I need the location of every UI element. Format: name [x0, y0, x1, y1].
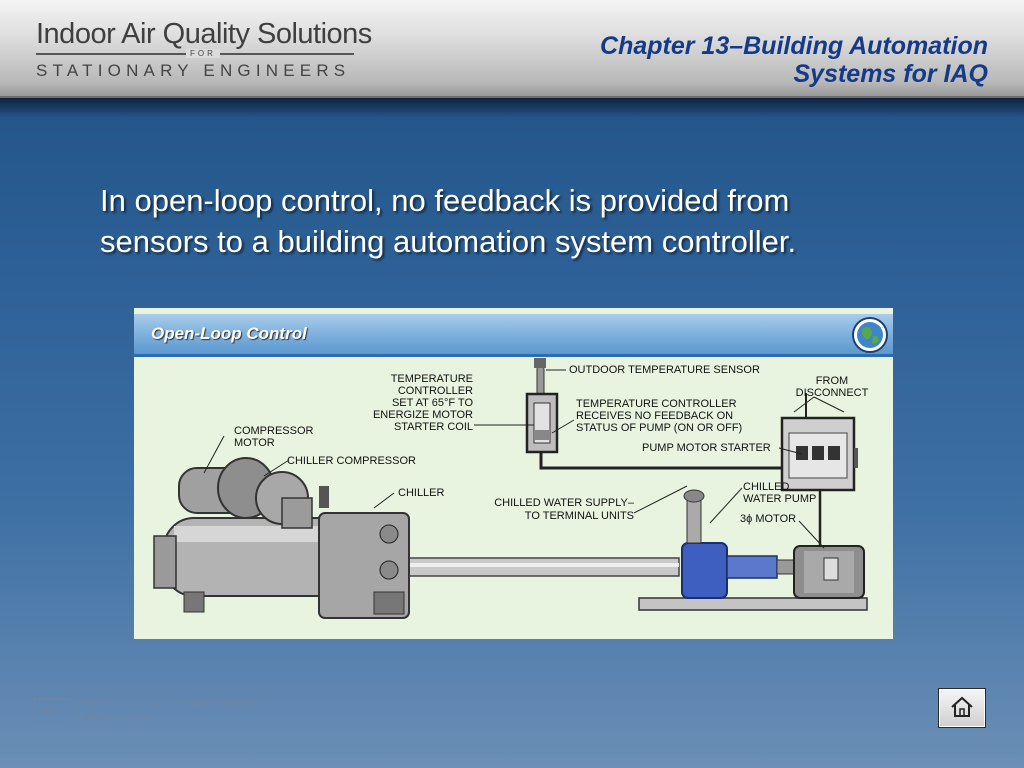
label-temperature-controller: TEMPERATURE CONTROLLER SET AT 65°F TO EN… [373, 373, 473, 433]
logo-for: FOR [186, 49, 220, 58]
logo-subtitle: STATIONARY ENGINEERS [36, 61, 351, 80]
outdoor-temperature-sensor [534, 358, 546, 397]
figure-illustration: OUTDOOR TEMPERATURE SENSOR TEMPERATURE C… [153, 358, 869, 619]
slide-headline: In open-loop control, no feedback is pro… [100, 183, 797, 259]
chiller [153, 512, 410, 619]
figure-title-bar: Open-Loop Control [134, 314, 893, 357]
pump-motor-starter [780, 416, 858, 492]
home-button[interactable] [938, 688, 986, 728]
copyright-line-1: © 2009 by American Technical Publishers,… [74, 699, 280, 710]
label-chilled-water-pump-line-1: CHILLED [743, 481, 790, 493]
callout-lines [203, 369, 845, 549]
label-from-disconnect-line-1: FROM [816, 375, 848, 387]
chapter-title-line-2: Systems for IAQ [793, 60, 988, 88]
label-chilled-water-pump-line-2: WATER PUMP [743, 493, 816, 505]
chapter-title-line-1: Chapter 13–Building Automation [600, 32, 988, 60]
label-motor: 3ϕ MOTOR [740, 513, 796, 525]
label-no-feedback: TEMPERATURE CONTROLLER RECEIVES NO FEEDB… [576, 398, 742, 434]
chapter-title: Chapter 13–Building Automation Systems f… [600, 32, 988, 88]
temperature-controller [525, 392, 559, 454]
label-chiller-compressor: CHILLER COMPRESSOR [287, 455, 416, 467]
globe-icon [852, 317, 888, 353]
label-compressor-motor-line-1: COMPRESSOR [234, 425, 314, 437]
label-temp-controller-line-2: CONTROLLER [398, 385, 473, 397]
label-compressor-motor: COMPRESSOR MOTOR [234, 425, 314, 449]
label-chilled-water-supply-line-2: TO TERMINAL UNITS [525, 510, 634, 522]
label-compressor-motor-line-2: MOTOR [234, 437, 275, 449]
label-temp-controller-line-3: SET AT 65°F TO [392, 397, 473, 409]
publisher-logo: atp [34, 698, 68, 722]
label-no-feedback-line-2: RECEIVES NO FEEDBACK ON [576, 410, 733, 422]
label-no-feedback-line-1: TEMPERATURE CONTROLLER [576, 398, 737, 410]
chiller-compressor [178, 457, 329, 529]
label-chilled-water-supply: CHILLED WATER SUPPLY– TO TERMINAL UNITS [494, 497, 635, 522]
logo-title: Indoor Air Quality Solutions [36, 18, 372, 50]
supply-pipe-highlight [389, 563, 679, 567]
label-from-disconnect-line-2: DISCONNECT [796, 387, 869, 399]
label-temp-controller-line-1: TEMPERATURE [391, 373, 473, 385]
label-from-disconnect: FROM DISCONNECT [796, 375, 869, 399]
label-outdoor-temperature-sensor: OUTDOOR TEMPERATURE SENSOR [569, 364, 760, 376]
copyright-line-2: All rights reserved [74, 711, 155, 722]
label-temp-controller-line-5: STARTER COIL [394, 421, 473, 433]
label-chiller: CHILLER [398, 487, 445, 499]
copyright-notice: © 2009 by American Technical Publishers,… [74, 699, 280, 723]
figure-title: Open-Loop Control [151, 324, 307, 343]
label-chilled-water-supply-line-1: CHILLED WATER SUPPLY– [494, 497, 635, 509]
label-chilled-water-pump: CHILLED WATER PUMP [743, 481, 816, 505]
label-no-feedback-line-3: STATUS OF PUMP (ON OR OFF) [576, 422, 742, 434]
header-divider [0, 96, 1024, 98]
home-icon [951, 696, 973, 717]
label-temp-controller-line-4: ENERGIZE MOTOR [373, 409, 473, 421]
pump-base [638, 597, 868, 611]
pump-motor [793, 545, 865, 599]
open-loop-control-figure: OUTDOOR TEMPERATURE SENSOR TEMPERATURE C… [134, 308, 893, 639]
label-pump-motor-starter: PUMP MOTOR STARTER [642, 442, 771, 454]
slide-header: Indoor Air Quality Solutions FOR STATION… [0, 0, 1024, 118]
chilled-water-pump [681, 489, 798, 599]
